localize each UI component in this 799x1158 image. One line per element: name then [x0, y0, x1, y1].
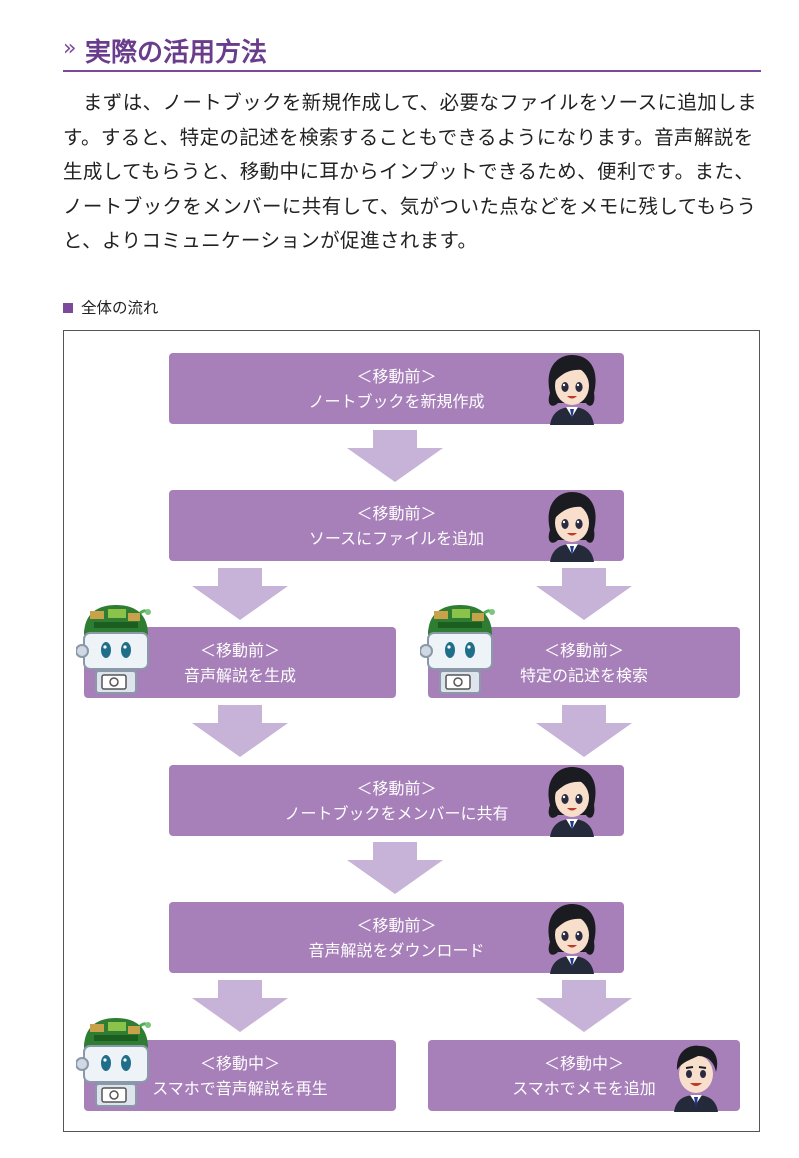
down-arrow-icon	[347, 430, 443, 482]
flow-diagram: ＜移動前＞ ノートブックを新規作成 ＜移動前＞ ソースにファイルを追加 ＜移動前…	[63, 330, 760, 1132]
step-phase: ＜移動前＞	[356, 916, 437, 935]
step-action: ソースにファイルを追加	[308, 529, 485, 548]
down-arrow-icon	[192, 568, 288, 620]
diagram-caption-text: 全体の流れ	[81, 299, 159, 317]
step-phase: ＜移動中＞	[543, 1054, 624, 1073]
square-bullet-icon	[63, 303, 73, 313]
down-arrow-icon	[347, 842, 443, 894]
step-action: スマホで音声解説を再生	[152, 1079, 328, 1098]
page-title: 実際の活用方法	[85, 38, 268, 68]
woman-icon	[540, 490, 604, 562]
step-action: ノートブックをメンバーに共有	[284, 804, 509, 823]
step-phase: ＜移動前＞	[543, 641, 624, 660]
robot-icon	[420, 601, 500, 697]
flow-step-download-audio: ＜移動前＞ 音声解説をダウンロード	[169, 902, 624, 973]
woman-icon	[540, 902, 604, 974]
step-phase: ＜移動前＞	[356, 367, 437, 386]
flow-step-create-notebook: ＜移動前＞ ノートブックを新規作成	[169, 353, 624, 424]
down-arrow-icon	[536, 568, 632, 620]
heading-marker-icon: »	[63, 36, 77, 61]
step-phase: ＜移動中＞	[199, 1054, 280, 1073]
flow-step-share-notebook: ＜移動前＞ ノートブックをメンバーに共有	[169, 765, 624, 836]
step-phase: ＜移動前＞	[199, 641, 280, 660]
down-arrow-icon	[536, 705, 632, 757]
flow-step-add-source: ＜移動前＞ ソースにファイルを追加	[169, 490, 624, 561]
step-action: スマホでメモを追加	[512, 1079, 656, 1098]
robot-icon	[76, 1014, 156, 1110]
step-action: 音声解説を生成	[183, 666, 296, 685]
step-phase: ＜移動前＞	[356, 779, 437, 798]
down-arrow-icon	[192, 980, 288, 1032]
step-action: 特定の記述を検索	[519, 666, 648, 685]
section-heading: » 実際の活用方法	[63, 30, 761, 72]
robot-icon	[76, 601, 156, 697]
diagram-caption: 全体の流れ	[63, 296, 159, 318]
step-phase: ＜移動前＞	[356, 504, 437, 523]
down-arrow-icon	[192, 705, 288, 757]
step-action: ノートブックを新規作成	[308, 392, 485, 411]
step-action: 音声解説をダウンロード	[308, 941, 485, 960]
woman-icon	[540, 765, 604, 837]
down-arrow-icon	[536, 980, 632, 1032]
man-icon	[664, 1040, 728, 1112]
body-paragraph: まずは、ノートブックを新規作成して、必要なファイルをソースに追加します。すると、…	[63, 91, 757, 252]
woman-icon	[540, 353, 604, 425]
